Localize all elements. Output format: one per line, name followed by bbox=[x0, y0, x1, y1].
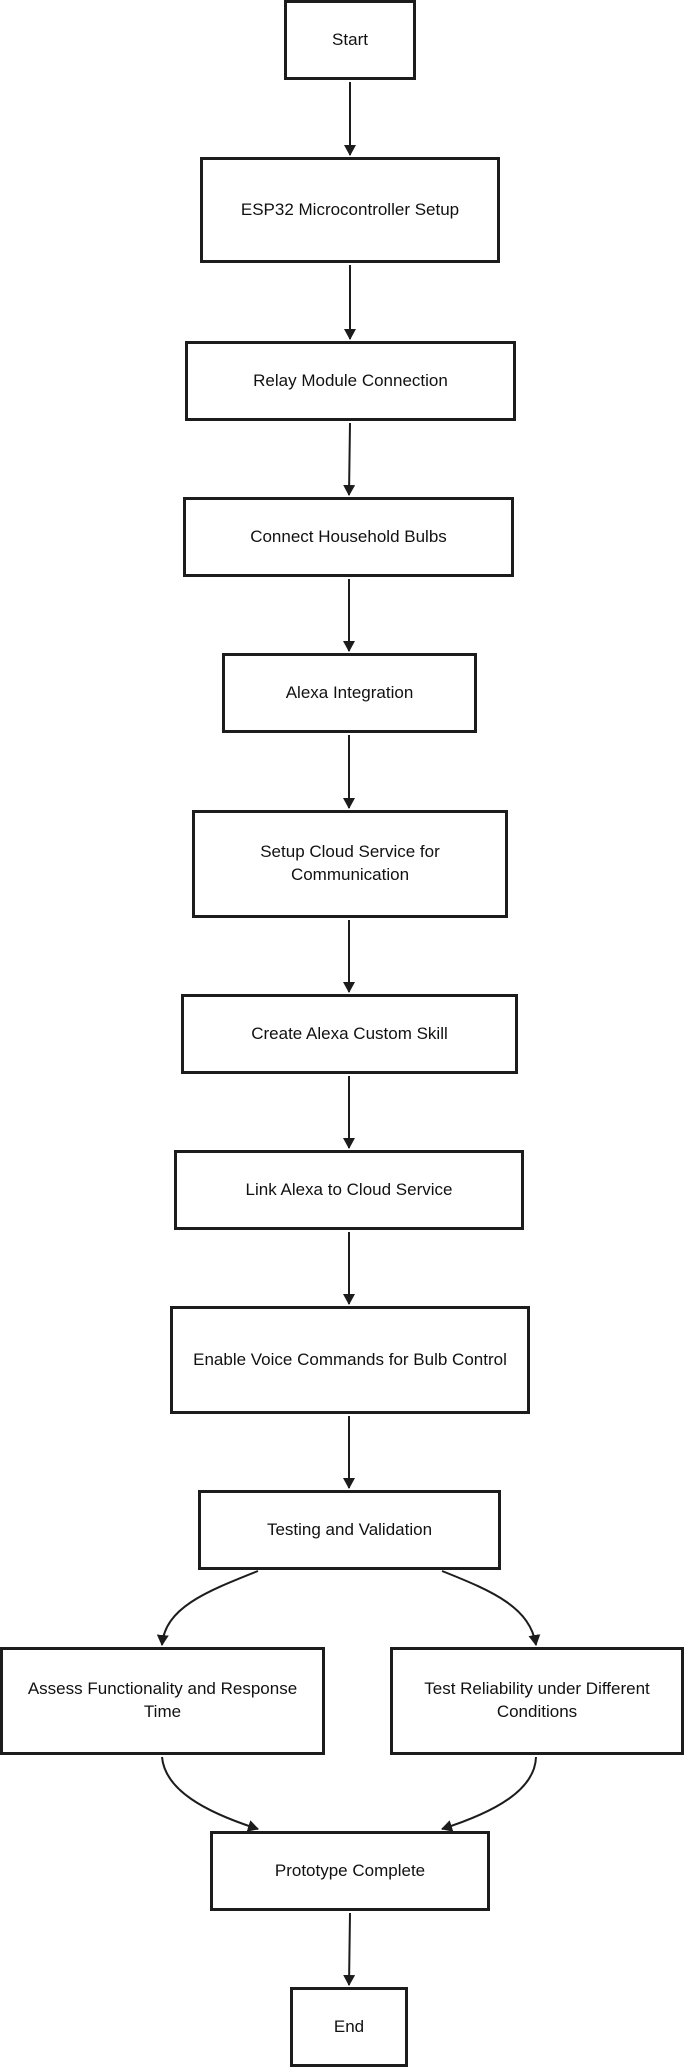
node-link-cloud: Link Alexa to Cloud Service bbox=[174, 1150, 524, 1230]
node-connect-bulbs: Connect Household Bulbs bbox=[183, 497, 514, 577]
node-assess-functionality: Assess Functionality and Response Time bbox=[0, 1647, 325, 1755]
node-cloud-service: Setup Cloud Service for Communication bbox=[192, 810, 508, 918]
node-test-reliability-line-1: Test Reliability under Different bbox=[424, 1679, 650, 1699]
edge-relay-bulbs bbox=[343, 422, 356, 496]
edge-reliability-prototype bbox=[441, 1756, 537, 1832]
node-end: End bbox=[290, 1987, 408, 2067]
node-test-reliability-label: Test Reliability under Different Conditi… bbox=[424, 1678, 650, 1724]
node-voice-commands: Enable Voice Commands for Bulb Control bbox=[170, 1306, 530, 1414]
node-start-label: Start bbox=[332, 29, 368, 49]
node-alexa-integration-label: Alexa Integration bbox=[285, 682, 414, 702]
node-voice-commands-label: Enable Voice Commands for Bulb Control bbox=[193, 1349, 507, 1369]
node-esp32-setup-label: ESP32 Microcontroller Setup bbox=[240, 199, 460, 219]
node-test-reliability: Test Reliability under Different Conditi… bbox=[390, 1647, 684, 1755]
node-start: Start bbox=[284, 0, 416, 80]
edge-prototype-end bbox=[343, 1912, 356, 1986]
node-prototype-complete-label: Prototype Complete bbox=[274, 1860, 426, 1880]
node-assess-functionality-label: Assess Functionality and Response Time bbox=[27, 1679, 298, 1721]
node-relay-module: Relay Module Connection bbox=[185, 341, 516, 421]
node-alexa-integration: Alexa Integration bbox=[222, 653, 477, 733]
node-link-cloud-label: Link Alexa to Cloud Service bbox=[245, 1179, 453, 1199]
node-relay-module-label: Relay Module Connection bbox=[253, 370, 448, 390]
node-esp32-setup: ESP32 Microcontroller Setup bbox=[200, 157, 500, 263]
edge-testing-assess bbox=[156, 1570, 259, 1646]
node-test-reliability-line-2: Conditions bbox=[496, 1702, 578, 1721]
node-connect-bulbs-label: Connect Household Bulbs bbox=[250, 526, 447, 546]
node-end-label: End bbox=[333, 2016, 365, 2036]
node-cloud-service-label: Setup Cloud Service for Communication bbox=[260, 842, 440, 884]
node-custom-skill-label: Create Alexa Custom Skill bbox=[251, 1023, 448, 1043]
edge-testing-reliability bbox=[441, 1570, 541, 1646]
edge-assess-prototype bbox=[161, 1756, 259, 1832]
node-custom-skill: Create Alexa Custom Skill bbox=[181, 994, 518, 1074]
node-testing-validation-label: Testing and Validation bbox=[266, 1519, 433, 1539]
node-prototype-complete: Prototype Complete bbox=[210, 1831, 490, 1911]
node-testing-validation: Testing and Validation bbox=[198, 1490, 501, 1570]
